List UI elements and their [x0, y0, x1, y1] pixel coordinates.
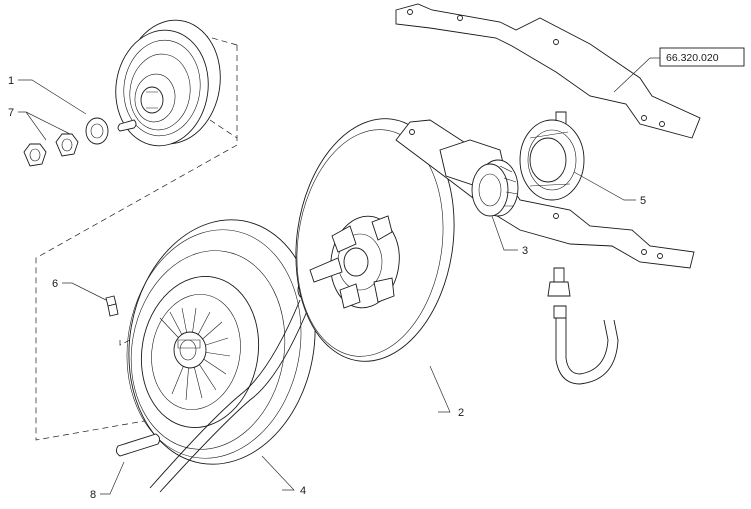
callout-8: 8: [90, 489, 96, 501]
fan-ribs: [159, 307, 231, 401]
drive-belt: [149, 299, 311, 493]
alignment-dash-lines: [35, 35, 238, 441]
bearing-housing-part-5: [519, 111, 585, 201]
leader-lines: [18, 57, 660, 495]
upper-bracket: [395, 3, 701, 139]
lower-pulley-part-4: [126, 219, 316, 465]
callout-4: 4: [300, 485, 306, 497]
nuts-part-7: [23, 133, 79, 167]
reference-box: 66.320.020: [659, 47, 745, 67]
callout-6: 6: [52, 278, 58, 290]
callout-3: 3: [522, 245, 528, 257]
key-part-8: [115, 433, 161, 457]
reference-number: 66.320.020: [666, 52, 719, 64]
drive-disc-part-2: [295, 118, 455, 362]
callouts: 1 7 6 8 2 4 3 5: [8, 75, 646, 501]
callout-2: 2: [458, 407, 464, 419]
top-key: [117, 119, 137, 132]
callout-1: 1: [8, 75, 14, 87]
callout-7: 7: [8, 107, 14, 119]
top-pulley: [115, 19, 221, 147]
grease-nipple-part-6: [105, 295, 119, 317]
bearing-part-3: [471, 159, 519, 217]
callout-5: 5: [640, 195, 646, 207]
washer-part-1: [85, 117, 109, 145]
grease-hose: [547, 267, 619, 385]
